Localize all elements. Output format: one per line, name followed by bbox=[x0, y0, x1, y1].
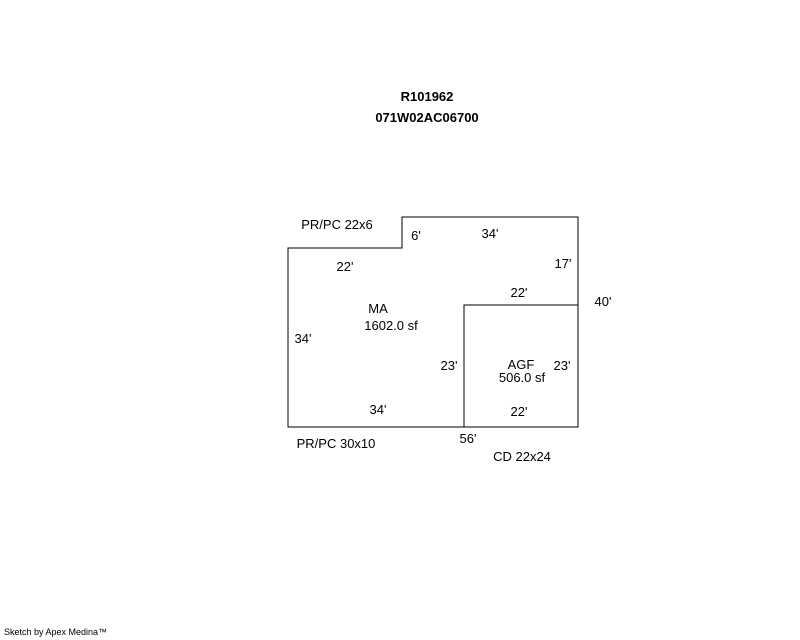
parcel-id: 071W02AC06700 bbox=[375, 110, 479, 125]
dim-left: 34' bbox=[294, 331, 312, 346]
dim-bottom-total: 56' bbox=[459, 431, 477, 446]
dim-top: 34' bbox=[481, 226, 499, 241]
dim-right-total: 40' bbox=[594, 294, 612, 309]
dim-agf-bottom: 22' bbox=[510, 404, 528, 419]
main-area-sf: 1602.0 sf bbox=[364, 318, 418, 333]
dim-step: 6' bbox=[411, 228, 421, 243]
carport-label: CD 22x24 bbox=[493, 449, 551, 464]
dim-agf-left: 23' bbox=[440, 358, 458, 373]
dim-agf-right: 23' bbox=[553, 358, 571, 373]
dim-right-upper: 17' bbox=[554, 256, 572, 271]
dim-agf-top: 22' bbox=[510, 285, 528, 300]
porch-bottom-label: PR/PC 30x10 bbox=[296, 436, 376, 451]
main-area-outline bbox=[287, 216, 579, 428]
agf-partition-lines bbox=[463, 304, 578, 427]
sketch-credit: Sketch by Apex Medina™ bbox=[4, 627, 108, 637]
record-id: R101962 bbox=[400, 89, 454, 104]
dim-upper-left: 22' bbox=[336, 259, 354, 274]
garage-area-sf: 506.0 sf bbox=[498, 370, 546, 385]
main-area-code: MA bbox=[368, 301, 388, 316]
garage-area-code: AGF bbox=[507, 357, 535, 372]
porch-top-label: PR/PC 22x6 bbox=[301, 217, 373, 232]
dim-bottom-left: 34' bbox=[369, 402, 387, 417]
